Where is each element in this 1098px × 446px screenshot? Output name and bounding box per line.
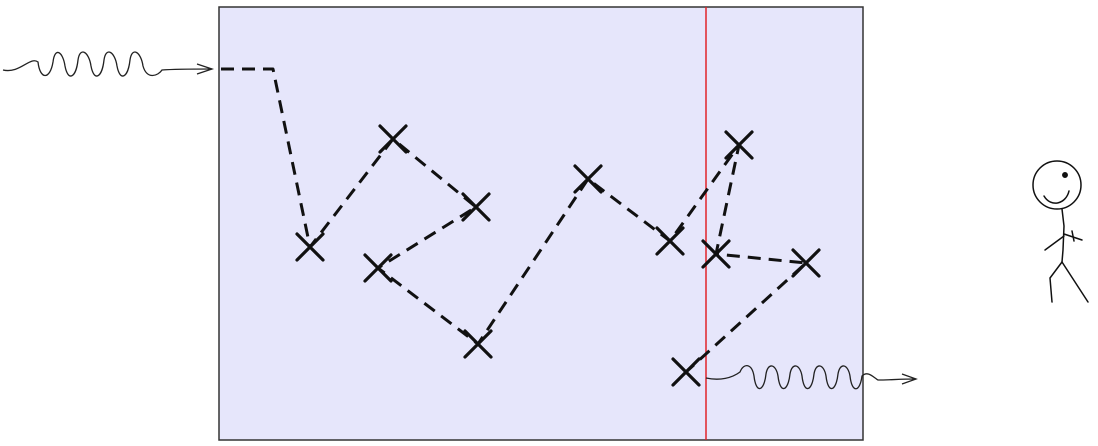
observer-eye-icon xyxy=(1062,172,1068,178)
outgoing-wave-arrow xyxy=(705,365,918,390)
x-mark-icon xyxy=(463,329,493,359)
x-mark-icon xyxy=(461,192,491,222)
x-mark-icon xyxy=(363,253,393,283)
observer-smile xyxy=(1043,190,1070,204)
observer-left-leg xyxy=(1049,261,1063,303)
x-mark-icon xyxy=(378,124,408,154)
wavy-arrow-right-icon xyxy=(2,51,213,77)
observer-right-leg xyxy=(1061,261,1089,303)
x-mark-icon xyxy=(791,248,821,278)
x-mark-icon xyxy=(573,164,603,194)
observer-figure xyxy=(1032,160,1089,303)
x-mark-icon xyxy=(724,130,754,160)
arrowhead-icon xyxy=(196,63,215,75)
incoming-wave-arrow xyxy=(2,51,215,77)
wavy-arrow-right-icon xyxy=(705,365,917,390)
arrowhead-icon xyxy=(901,373,918,385)
scatter-events xyxy=(295,124,821,387)
observer-left-arm xyxy=(1044,235,1065,251)
x-mark-icon xyxy=(671,357,701,387)
x-mark-icon xyxy=(655,226,685,256)
observer-head xyxy=(1032,160,1082,210)
x-mark-icon xyxy=(295,232,325,262)
x-mark-icon xyxy=(701,239,731,269)
observer-body xyxy=(1061,208,1065,263)
observer-hand-mark xyxy=(1071,230,1075,242)
